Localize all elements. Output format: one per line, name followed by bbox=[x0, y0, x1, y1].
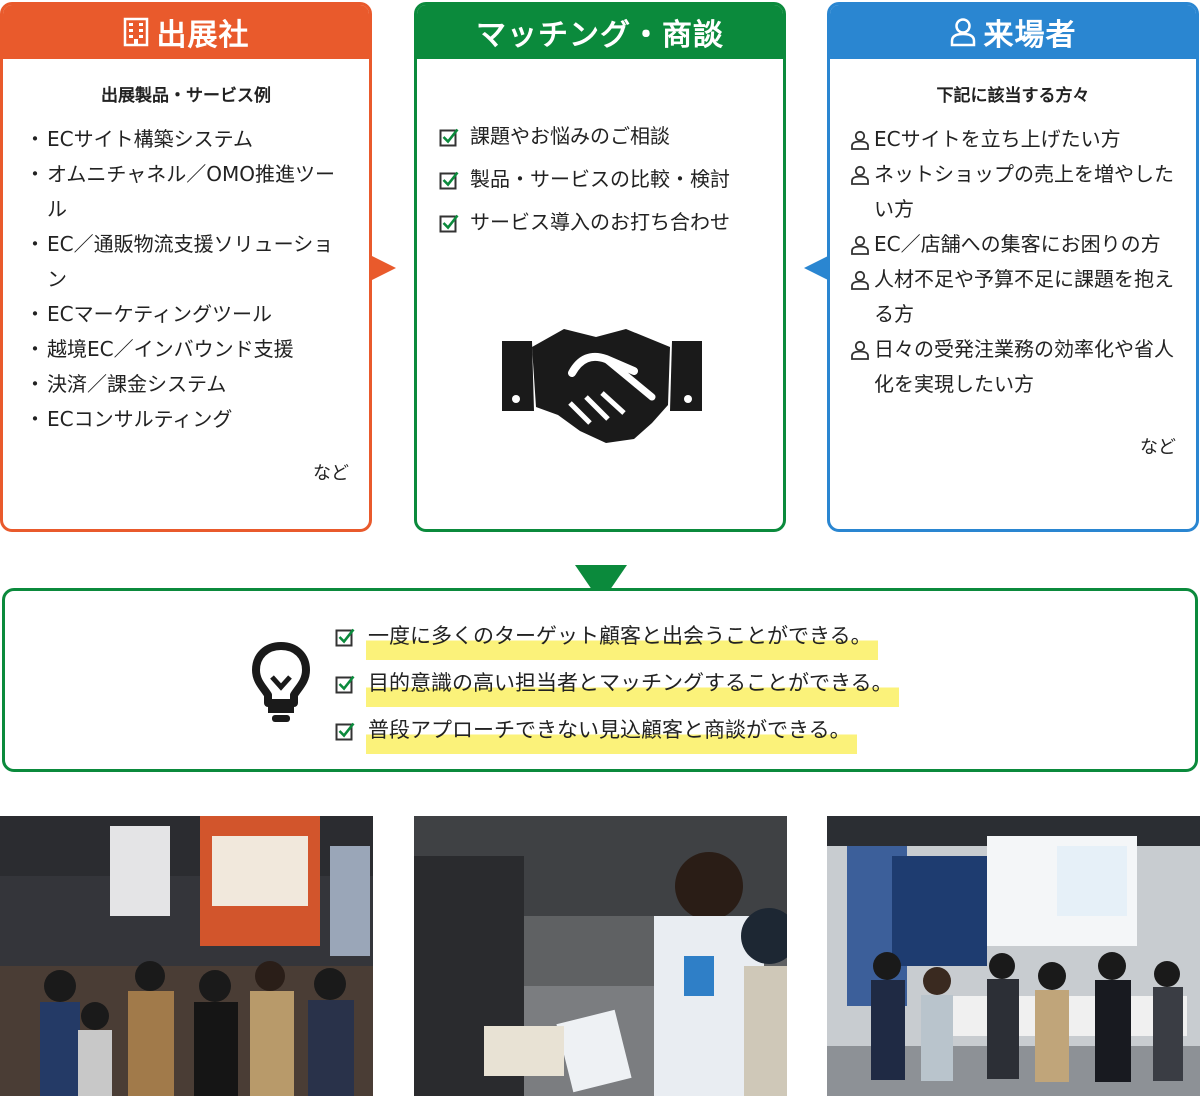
person-icon bbox=[851, 165, 869, 185]
checkbox-icon bbox=[335, 628, 355, 646]
matching-list: 課題やお悩みのご相談 製品・サービスの比較・検討 サービス導入のお打ち合わせ bbox=[417, 115, 783, 244]
list-item: ECサイトを立ち上げたい方 bbox=[848, 122, 1180, 157]
exhibitor-list: ECサイト構築システム オムニチャネル／OMO推進ツール EC／通販物流支援ソリ… bbox=[3, 122, 369, 437]
person-icon bbox=[950, 18, 975, 47]
person-icon bbox=[851, 235, 869, 255]
list-item-label: ECサイトを立ち上げたい方 bbox=[874, 127, 1121, 151]
list-item-label: サービス導入のお打ち合わせ bbox=[470, 210, 730, 234]
list-item-label: ネットショップの売上を増やしたい方 bbox=[874, 162, 1174, 221]
exhibition-crowd-photo bbox=[0, 816, 373, 1096]
results-box: 一度に多くのターゲット顧客と出会うことができる。 目的意識の高い担当者とマッチン… bbox=[2, 588, 1198, 772]
visitor-etc: など bbox=[1140, 437, 1176, 458]
exhibitor-title: 出展社 bbox=[156, 18, 250, 53]
list-item-label: EC／店舗への集客にお困りの方 bbox=[874, 232, 1161, 256]
list-item: ネットショップの売上を増やしたい方 bbox=[848, 157, 1180, 227]
list-item-label: 課題やお悩みのご相談 bbox=[470, 124, 670, 148]
visitor-title: 来場者 bbox=[983, 18, 1077, 53]
visitor-card: 来場者 下記に該当する方々 ECサイトを立ち上げたい方 ネットショップの売上を増… bbox=[827, 2, 1199, 532]
matching-header: マッチング・商談 bbox=[417, 5, 783, 59]
result-text: 一度に多くのターゲット顧客と出会うことができる。 bbox=[366, 613, 878, 660]
business-meeting-photo bbox=[414, 816, 787, 1096]
list-item: オムニチャネル／OMO推進ツール bbox=[25, 157, 353, 227]
checkbox-icon bbox=[439, 128, 459, 146]
list-item-label: 人材不足や予算不足に課題を抱える方 bbox=[874, 267, 1174, 326]
list-item-label: 製品・サービスの比較・検討 bbox=[470, 167, 730, 191]
exhibitor-card: 出展社 出展製品・サービス例 ECサイト構築システム オムニチャネル／OMO推進… bbox=[0, 2, 372, 532]
handshake-icon bbox=[502, 329, 702, 443]
checkbox-icon bbox=[439, 171, 459, 189]
list-item: 一度に多くのターゲット顧客と出会うことができる。 bbox=[335, 613, 899, 660]
exhibition-booth-photo bbox=[827, 816, 1200, 1096]
lightbulb-icon bbox=[252, 642, 310, 722]
list-item: 普段アプローチできない見込顧客と商談ができる。 bbox=[335, 707, 899, 754]
result-text: 目的意識の高い担当者とマッチングすることができる。 bbox=[366, 660, 899, 707]
checkbox-icon bbox=[335, 722, 355, 740]
checkbox-icon bbox=[439, 214, 459, 232]
list-item: EC／店舗への集客にお困りの方 bbox=[848, 227, 1180, 262]
list-item: EC／通販物流支援ソリューション bbox=[25, 227, 353, 297]
exhibitor-subtitle: 出展製品・サービス例 bbox=[101, 86, 271, 106]
visitor-subtitle: 下記に該当する方々 bbox=[936, 86, 1090, 106]
list-item: 決済／課金システム bbox=[25, 367, 353, 402]
list-item: 製品・サービスの比較・検討 bbox=[439, 158, 783, 201]
arrow-left-icon bbox=[804, 256, 828, 280]
list-item: ECコンサルティング bbox=[25, 402, 353, 437]
list-item-label: 日々の受発注業務の効率化や省人化を実現したい方 bbox=[874, 337, 1174, 396]
list-item: 人材不足や予算不足に課題を抱える方 bbox=[848, 262, 1180, 332]
visitor-list: ECサイトを立ち上げたい方 ネットショップの売上を増やしたい方 EC／店舗への集… bbox=[830, 122, 1196, 402]
exhibitor-header: 出展社 bbox=[3, 5, 369, 59]
result-text: 普段アプローチできない見込顧客と商談ができる。 bbox=[366, 707, 857, 754]
visitor-header: 来場者 bbox=[830, 5, 1196, 59]
exhibitor-etc: など bbox=[313, 463, 349, 484]
results-list: 一度に多くのターゲット顧客と出会うことができる。 目的意識の高い担当者とマッチン… bbox=[335, 613, 899, 754]
person-icon bbox=[851, 130, 869, 150]
list-item: サービス導入のお打ち合わせ bbox=[439, 201, 783, 244]
list-item: 越境EC／インバウンド支援 bbox=[25, 332, 353, 367]
list-item: ECサイト構築システム bbox=[25, 122, 353, 157]
list-item: 日々の受発注業務の効率化や省人化を実現したい方 bbox=[848, 332, 1180, 402]
person-icon bbox=[851, 340, 869, 360]
list-item: 課題やお悩みのご相談 bbox=[439, 115, 783, 158]
matching-title: マッチング・商談 bbox=[476, 18, 724, 53]
matching-card: マッチング・商談 課題やお悩みのご相談 製品・サービスの比較・検討 サービス導入… bbox=[414, 2, 786, 532]
building-icon bbox=[123, 17, 148, 47]
list-item: 目的意識の高い担当者とマッチングすることができる。 bbox=[335, 660, 899, 707]
checkbox-icon bbox=[335, 675, 355, 693]
person-icon bbox=[851, 270, 869, 290]
arrow-right-icon bbox=[372, 256, 396, 280]
list-item: ECマーケティングツール bbox=[25, 297, 353, 332]
